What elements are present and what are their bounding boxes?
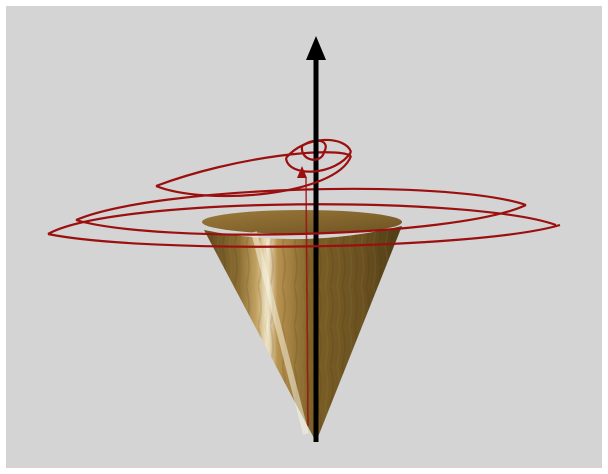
scene-canvas — [47, 36, 561, 442]
precession-trajectory-front — [47, 145, 561, 248]
body-axis — [305, 177, 309, 427]
spinning-cone — [204, 226, 402, 442]
scene-viewport — [6, 6, 602, 468]
rotation-axis — [306, 36, 326, 442]
precession-trajectory-back — [47, 138, 557, 235]
cone-top-surface — [202, 210, 402, 234]
arrow-up-icon — [306, 36, 326, 60]
